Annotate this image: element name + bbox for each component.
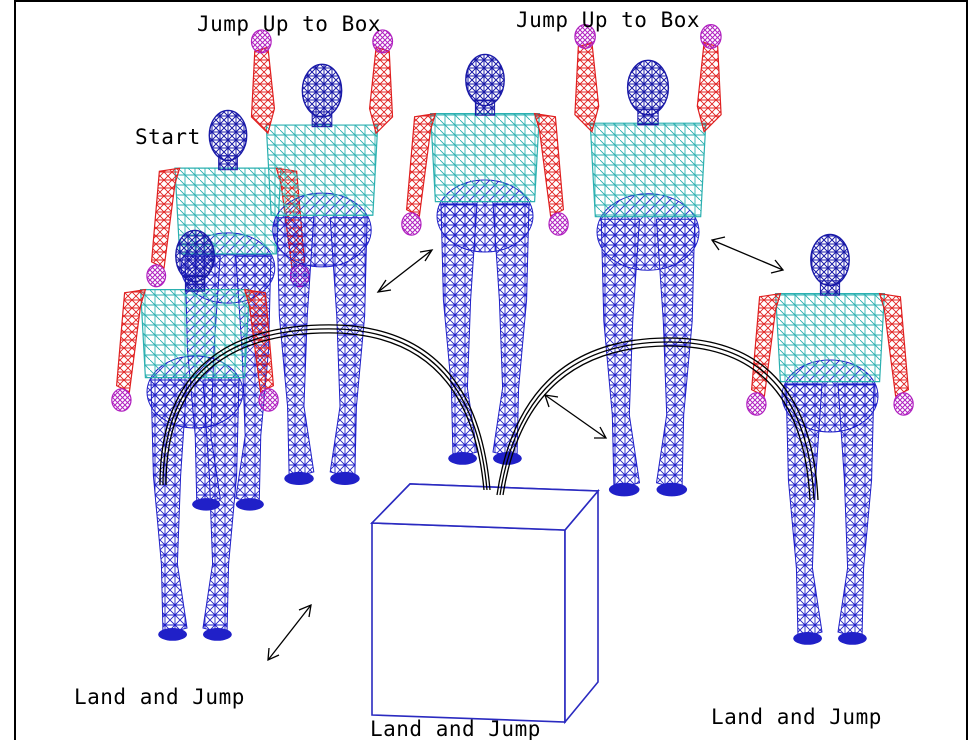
label-jump-up-right: Jump Up to Box <box>516 8 700 32</box>
arm-mesh <box>370 47 393 133</box>
hand-mesh <box>259 389 278 411</box>
hand-mesh <box>747 393 766 415</box>
leg-mesh <box>838 384 874 638</box>
head-mesh <box>466 54 504 105</box>
leg-mesh <box>786 384 822 638</box>
label-jump-up-left: Jump Up to Box <box>197 12 381 36</box>
leg-mesh <box>657 219 695 489</box>
head-mesh <box>176 230 214 281</box>
leg-mesh <box>277 218 314 479</box>
foot-mesh <box>236 498 264 510</box>
torso-mesh <box>141 290 250 378</box>
label-land-right: Land and Jump <box>711 705 882 729</box>
arm-mesh <box>697 42 721 131</box>
figure-on-box <box>402 54 568 464</box>
hand-mesh <box>894 393 913 415</box>
arrow-icon <box>378 250 432 292</box>
foot-mesh <box>793 632 822 645</box>
arm-mesh <box>407 114 436 216</box>
arrow-icon <box>545 395 606 438</box>
hand-mesh <box>112 389 131 411</box>
hand-mesh <box>147 265 166 287</box>
foot-mesh <box>838 632 867 645</box>
arm-mesh <box>535 114 564 216</box>
head-mesh <box>628 60 669 114</box>
torso-mesh <box>776 294 885 382</box>
arm-mesh <box>575 42 599 131</box>
figure-land-right <box>747 234 913 644</box>
arm-mesh <box>251 47 274 133</box>
arrow-icon <box>712 237 783 273</box>
foot-mesh <box>448 452 477 465</box>
torso-mesh <box>431 114 540 202</box>
head-mesh <box>302 64 341 116</box>
arrow-icon <box>268 605 311 660</box>
head-mesh <box>209 110 246 160</box>
box-shape <box>372 484 598 722</box>
torso-mesh <box>266 125 378 215</box>
foot-mesh <box>158 628 187 641</box>
hand-mesh <box>402 213 421 235</box>
arm-mesh <box>117 290 146 392</box>
figure-jump-up-right <box>575 25 721 497</box>
torso-mesh <box>590 123 706 217</box>
foot-mesh <box>657 483 688 497</box>
label-land-left: Land and Jump <box>74 685 245 709</box>
head-mesh <box>811 234 849 285</box>
foot-mesh <box>609 483 640 497</box>
foot-mesh <box>284 472 314 485</box>
leg-mesh <box>330 218 367 479</box>
foot-mesh <box>330 472 360 485</box>
label-land-center: Land and Jump <box>370 717 541 740</box>
label-start: Start <box>135 125 201 149</box>
foot-mesh <box>203 628 232 641</box>
arm-mesh <box>880 294 909 396</box>
hand-mesh <box>701 25 721 49</box>
hand-mesh <box>549 213 568 235</box>
